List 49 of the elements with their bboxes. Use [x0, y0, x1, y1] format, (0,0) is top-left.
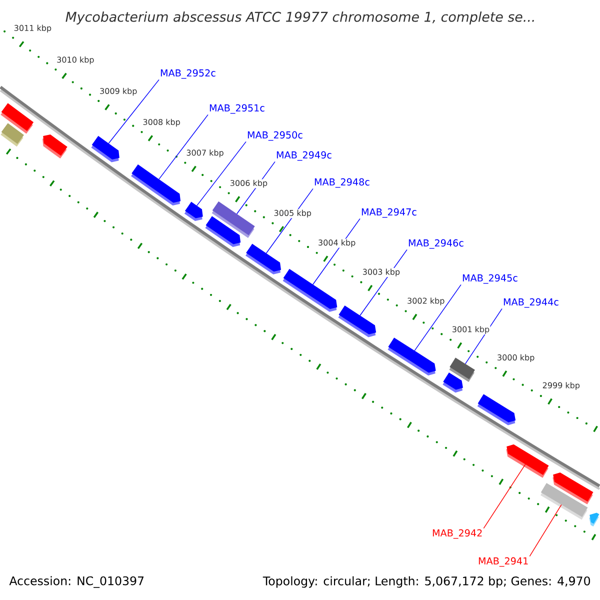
scale-label: 3003 kbp	[362, 268, 401, 277]
gene-block	[388, 338, 436, 376]
gene-block	[282, 268, 338, 312]
gene-block	[131, 164, 181, 206]
gene-label: MAB_2951c	[210, 104, 264, 114]
scale-label: 2999 kbp	[542, 382, 581, 390]
gene-label: MAB_2941	[478, 557, 528, 567]
scale-label: 3000 kbp	[496, 354, 536, 363]
gene-label: MAB_2945c	[462, 274, 518, 284]
gene-block	[91, 136, 120, 162]
feature-bar	[0, 123, 24, 147]
leader-line	[108, 79, 160, 144]
footer-text: Accession: NC_010397	[9, 576, 144, 588]
scale-label: 3008 kbp	[142, 118, 182, 128]
gene-label: MAB_2944c	[504, 298, 558, 308]
leader-line	[529, 504, 562, 557]
gene-label: MAB_2950c	[248, 131, 302, 141]
gene-block	[42, 134, 68, 159]
scale-label: 3010 kbp	[56, 56, 95, 65]
leader-line	[312, 218, 360, 285]
scale-label: 3011 kbp	[13, 24, 52, 34]
gene-block	[246, 244, 282, 274]
gene-block	[477, 394, 516, 426]
gene-block	[184, 202, 203, 222]
leader-line	[158, 114, 208, 180]
gene-block	[589, 512, 600, 527]
scale-label: 3002 kbp	[406, 296, 446, 306]
gene-label: MAB_2947c	[362, 208, 416, 218]
gene-label: MAB_2952c	[160, 69, 216, 79]
feature-bar	[449, 358, 475, 382]
gene-label: MAB_2949c	[276, 151, 332, 161]
leader-line	[483, 464, 526, 529]
scale-label: 3009 kbp	[98, 87, 138, 96]
scale-label: 3001 kbp	[451, 326, 490, 334]
gene-label: MAB_2948c	[314, 178, 370, 188]
scale-label: 3004 kbp	[317, 238, 356, 248]
footer-text: Topology: circular; Length: 5,067,172 bp; Genes: 4,970	[262, 576, 590, 588]
scale-label: 3005 kbp	[273, 209, 312, 218]
title: Mycobacterium abscessus ATCC 19977 chromosome 1, complete se...	[66, 12, 534, 24]
gene-block	[506, 444, 549, 478]
leader-line	[196, 141, 246, 206]
gene-block	[552, 472, 594, 504]
scale-label: 3007 kbp	[186, 148, 224, 158]
scale-label: 3006 kbp	[229, 179, 268, 188]
gene-label: MAB_2942	[432, 529, 482, 539]
gene-label: MAB_2946c	[408, 239, 464, 249]
feature-bar	[212, 201, 255, 238]
leader-line	[414, 284, 462, 352]
gene-block	[338, 306, 376, 338]
